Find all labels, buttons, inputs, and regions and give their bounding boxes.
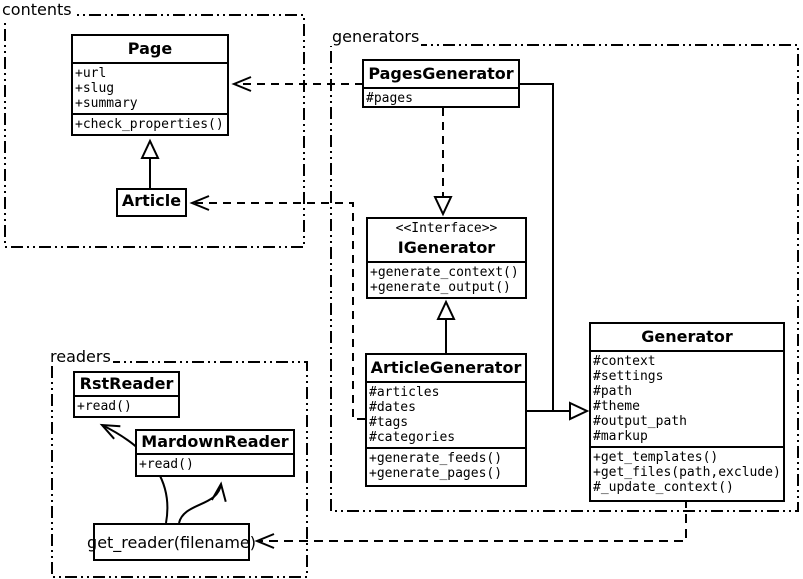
method: +generate_feeds() — [369, 451, 503, 466]
edge-articlegenerator-to-article — [189, 195, 365, 420]
package-border-generators — [330, 44, 799, 512]
class-mardownreader-title: MardownReader — [141, 432, 289, 451]
class-articlegenerator-methods: +generate_feeds() +generate_pages() — [367, 447, 525, 483]
getreader-box: get_reader(filename) — [87, 523, 256, 561]
class-igenerator-title: IGenerator — [397, 238, 496, 257]
attribute: +slug — [75, 81, 115, 96]
method: +generate_pages() — [369, 466, 503, 481]
class-mardownreader-methods: +read() — [137, 453, 293, 474]
class-page-attributes: +url +slug +summary — [73, 62, 227, 113]
class-rstreader-methods: +read() — [75, 395, 178, 416]
attribute: #path — [593, 384, 633, 399]
class-mardownreader: MardownReader +read() — [135, 429, 295, 477]
edge-pagesgenerator-to-generator — [520, 83, 554, 411]
class-igenerator-header: <<Interface>> IGenerator — [368, 219, 525, 261]
method: +check_properties() — [75, 117, 224, 132]
edge-getreader-to-mardownreader — [178, 481, 227, 524]
class-articlegenerator-title: ArticleGenerator — [370, 358, 522, 377]
edge-generator-to-getreader — [254, 499, 687, 549]
class-page-methods: +check_properties() — [73, 113, 227, 134]
package-border-readers — [51, 361, 308, 578]
class-articlegenerator-attributes: #articles #dates #tags #categories — [367, 381, 525, 447]
class-pagesgenerator: PagesGenerator #pages — [362, 59, 520, 108]
method: +generate_output() — [370, 280, 511, 295]
package-label-contents: contents — [0, 0, 74, 19]
attribute: #categories — [369, 430, 456, 445]
class-rstreader-title: RstReader — [79, 374, 174, 393]
class-page: Page +url +slug +summary +check_properti… — [71, 34, 229, 136]
attribute: #context — [593, 354, 656, 369]
class-igenerator-methods: +generate_context() +generate_output() — [368, 261, 525, 297]
getreader-label: get_reader(filename) — [87, 532, 256, 552]
method: #_update_context() — [593, 480, 734, 495]
class-igenerator: <<Interface>> IGenerator +generate_conte… — [366, 217, 527, 299]
method: +generate_context() — [370, 265, 519, 280]
stereotype: <<Interface>> — [395, 221, 498, 236]
package-label-generators: generators — [330, 27, 422, 46]
attribute: #theme — [593, 399, 640, 414]
package-label-readers: readers — [48, 347, 113, 366]
class-generator-attributes: #context #settings #path #theme #output_… — [591, 350, 783, 446]
class-generator-title: Generator — [641, 327, 733, 346]
package-border-contents — [4, 14, 305, 248]
class-article: Article — [116, 188, 187, 217]
attribute: #markup — [593, 429, 648, 444]
class-articlegenerator: ArticleGenerator #articles #dates #tags … — [365, 353, 527, 487]
class-generator: Generator #context #settings #path #them… — [589, 322, 785, 502]
class-pagesgenerator-attributes: #pages — [364, 87, 518, 106]
attribute: +summary — [75, 96, 138, 111]
class-rstreader: RstReader +read() — [73, 371, 180, 418]
attribute: #tags — [369, 415, 409, 430]
class-page-title: Page — [127, 39, 173, 58]
method: +get_templates() — [593, 450, 719, 465]
attribute: #settings — [593, 369, 664, 384]
method: +read() — [77, 399, 132, 414]
class-pagesgenerator-title: PagesGenerator — [368, 64, 514, 83]
attribute: #output_path — [593, 414, 687, 429]
attribute: #articles — [369, 385, 440, 400]
class-generator-methods: +get_templates() +get_files(path,exclude… — [591, 446, 783, 497]
attribute: +url — [75, 66, 107, 81]
method: +get_files(path,exclude) — [593, 465, 781, 480]
class-article-title: Article — [121, 191, 182, 210]
attribute: #dates — [369, 400, 416, 415]
method: +read() — [139, 457, 194, 472]
attribute: #pages — [366, 91, 413, 106]
